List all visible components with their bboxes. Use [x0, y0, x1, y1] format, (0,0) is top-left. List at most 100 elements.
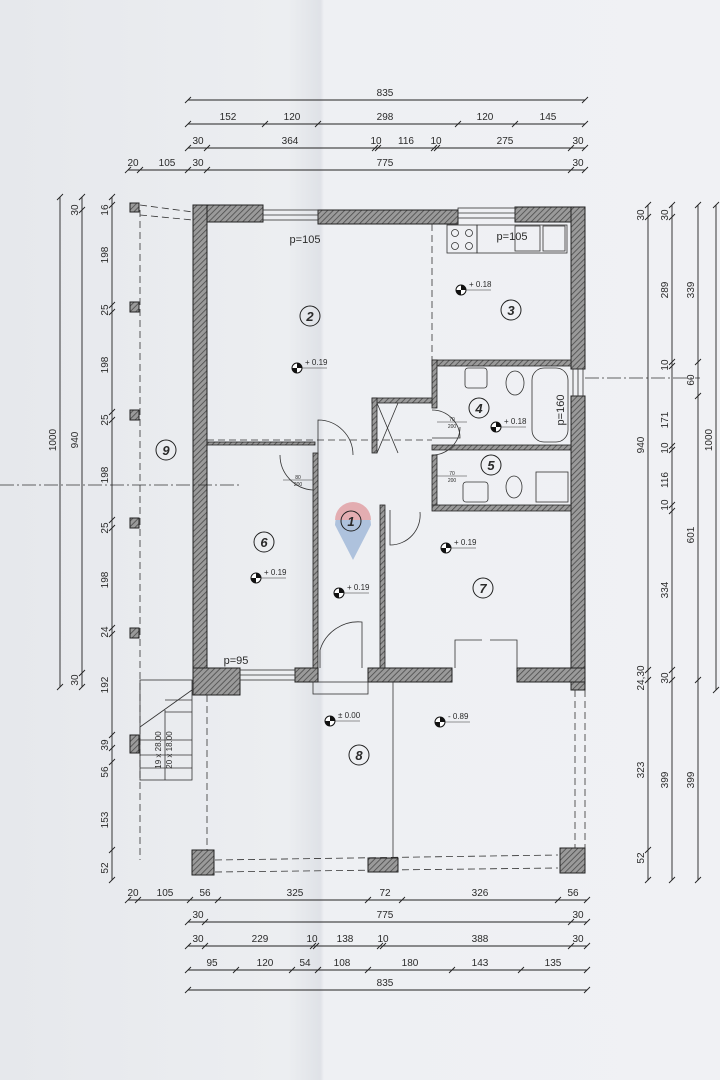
dimension-label: 10: [377, 934, 389, 945]
dimension-tick: [78, 669, 86, 677]
sill-height-label: p=160: [555, 395, 567, 426]
dimension-tick: [668, 501, 676, 509]
elevation-label: - 0.89: [448, 712, 469, 721]
dimension-label: 399: [660, 771, 671, 788]
dimension-label: 326: [472, 888, 489, 899]
dimension-tick: [583, 986, 591, 994]
center-axis: [0, 377, 700, 486]
dimension-label: 25: [100, 414, 111, 426]
dimension-label: 143: [472, 958, 489, 969]
room-number-7: 7: [479, 581, 487, 596]
dimension-label: 30: [572, 934, 584, 945]
dimension-label: 198: [100, 571, 111, 588]
dimension-label: 30: [660, 209, 671, 221]
dimension-tick: [108, 846, 116, 854]
dimension-tick: [581, 120, 589, 128]
room-number-5: 5: [487, 458, 495, 473]
dimension-label: 152: [220, 112, 237, 123]
dimension-label: 275: [497, 136, 514, 147]
elevation-label: + 0.19: [264, 568, 287, 577]
dimension-label: 30: [192, 136, 204, 147]
elevation-marker-fill: [456, 285, 466, 295]
elevation-marker-fill: [325, 716, 335, 726]
dimension-label: 940: [70, 431, 81, 448]
dimension-tick: [668, 676, 676, 684]
dimension-label: 30: [572, 136, 584, 147]
dimension-tick: [644, 876, 652, 884]
dimension-tick: [567, 144, 575, 152]
elevation-marker-fill: [251, 573, 261, 583]
dimension-label: 775: [377, 158, 394, 169]
dimension-tick: [364, 896, 372, 904]
dimension-tick: [668, 442, 676, 450]
dimension-tick: [583, 918, 591, 926]
door-height-label: 200: [448, 424, 457, 430]
dimension-tick: [376, 942, 384, 950]
elevation-label: + 0.18: [469, 280, 492, 289]
dimension-tick: [668, 358, 676, 366]
doors: [279, 409, 518, 695]
dimension-tick: [56, 193, 64, 201]
room-number-circle: [253, 531, 275, 553]
stair-spec-label: 20 x 18.00: [165, 731, 174, 769]
dimension-label: 10: [370, 136, 382, 147]
dimension-label: 30: [192, 934, 204, 945]
dimension-tick: [136, 166, 144, 174]
dimension-tick: [78, 206, 86, 214]
elevation-label: + 0.19: [347, 583, 370, 592]
dimension-label: 1000: [48, 428, 59, 451]
dimension-tick: [203, 144, 211, 152]
room-number-circle: [348, 744, 370, 766]
room-number-4: 4: [474, 401, 483, 416]
dimension-label: 334: [660, 581, 671, 598]
elevation-marker-fill: [435, 717, 445, 727]
stair-spec-label: 19 x 28.00: [154, 731, 163, 769]
dimension-label: 153: [100, 811, 111, 828]
dimension-label: 364: [282, 136, 299, 147]
dimension-tick: [668, 362, 676, 370]
dimension-label: 198: [100, 356, 111, 373]
dimension-label: 399: [686, 771, 697, 788]
dimension-tick: [108, 516, 116, 524]
dimension-label: 192: [100, 676, 111, 693]
dimension-tick: [201, 918, 209, 926]
stove-icon: [446, 224, 478, 254]
dimension-tick: [108, 408, 116, 416]
dimension-tick: [108, 731, 116, 739]
dimension-label: 388: [472, 934, 489, 945]
elevation-label: + 0.18: [504, 417, 527, 426]
room-number-2: 2: [305, 309, 314, 324]
dimension-tick: [374, 144, 382, 152]
dimension-tick: [433, 144, 441, 152]
dimension-tick: [694, 201, 702, 209]
dimension-tick: [379, 942, 387, 950]
exterior-walls: [192, 204, 586, 696]
dimension-tick: [644, 201, 652, 209]
stairs: [139, 679, 193, 781]
fixtures: [376, 224, 569, 503]
dimension-label: 198: [100, 246, 111, 263]
sill-height-label: p=95: [224, 655, 249, 667]
door-width-label: 70: [449, 417, 455, 423]
door-height-label: 200: [448, 478, 457, 484]
dimension-tick: [184, 120, 192, 128]
dimension-tick: [694, 392, 702, 400]
elevation-marker-fill: [491, 422, 501, 432]
dimension-tick: [108, 744, 116, 752]
dimension-tick: [583, 942, 591, 950]
dimension-label: 108: [334, 958, 351, 969]
dimension-tick: [583, 966, 591, 974]
dimension-label: 135: [545, 958, 562, 969]
dimension-tick: [184, 966, 192, 974]
shower-icon: [535, 471, 569, 503]
dimension-label: 325: [287, 888, 304, 899]
dimension-label: 229: [252, 934, 269, 945]
dimension-tick: [134, 896, 142, 904]
kitchen-sink-icon: [514, 225, 541, 252]
dimension-tick: [364, 966, 372, 974]
dimension-tick: [554, 896, 562, 904]
dimension-label: 171: [660, 411, 671, 428]
dimension-label: 10: [660, 499, 671, 511]
dimension-tick: [78, 193, 86, 201]
dimension-lines: [56, 96, 720, 994]
